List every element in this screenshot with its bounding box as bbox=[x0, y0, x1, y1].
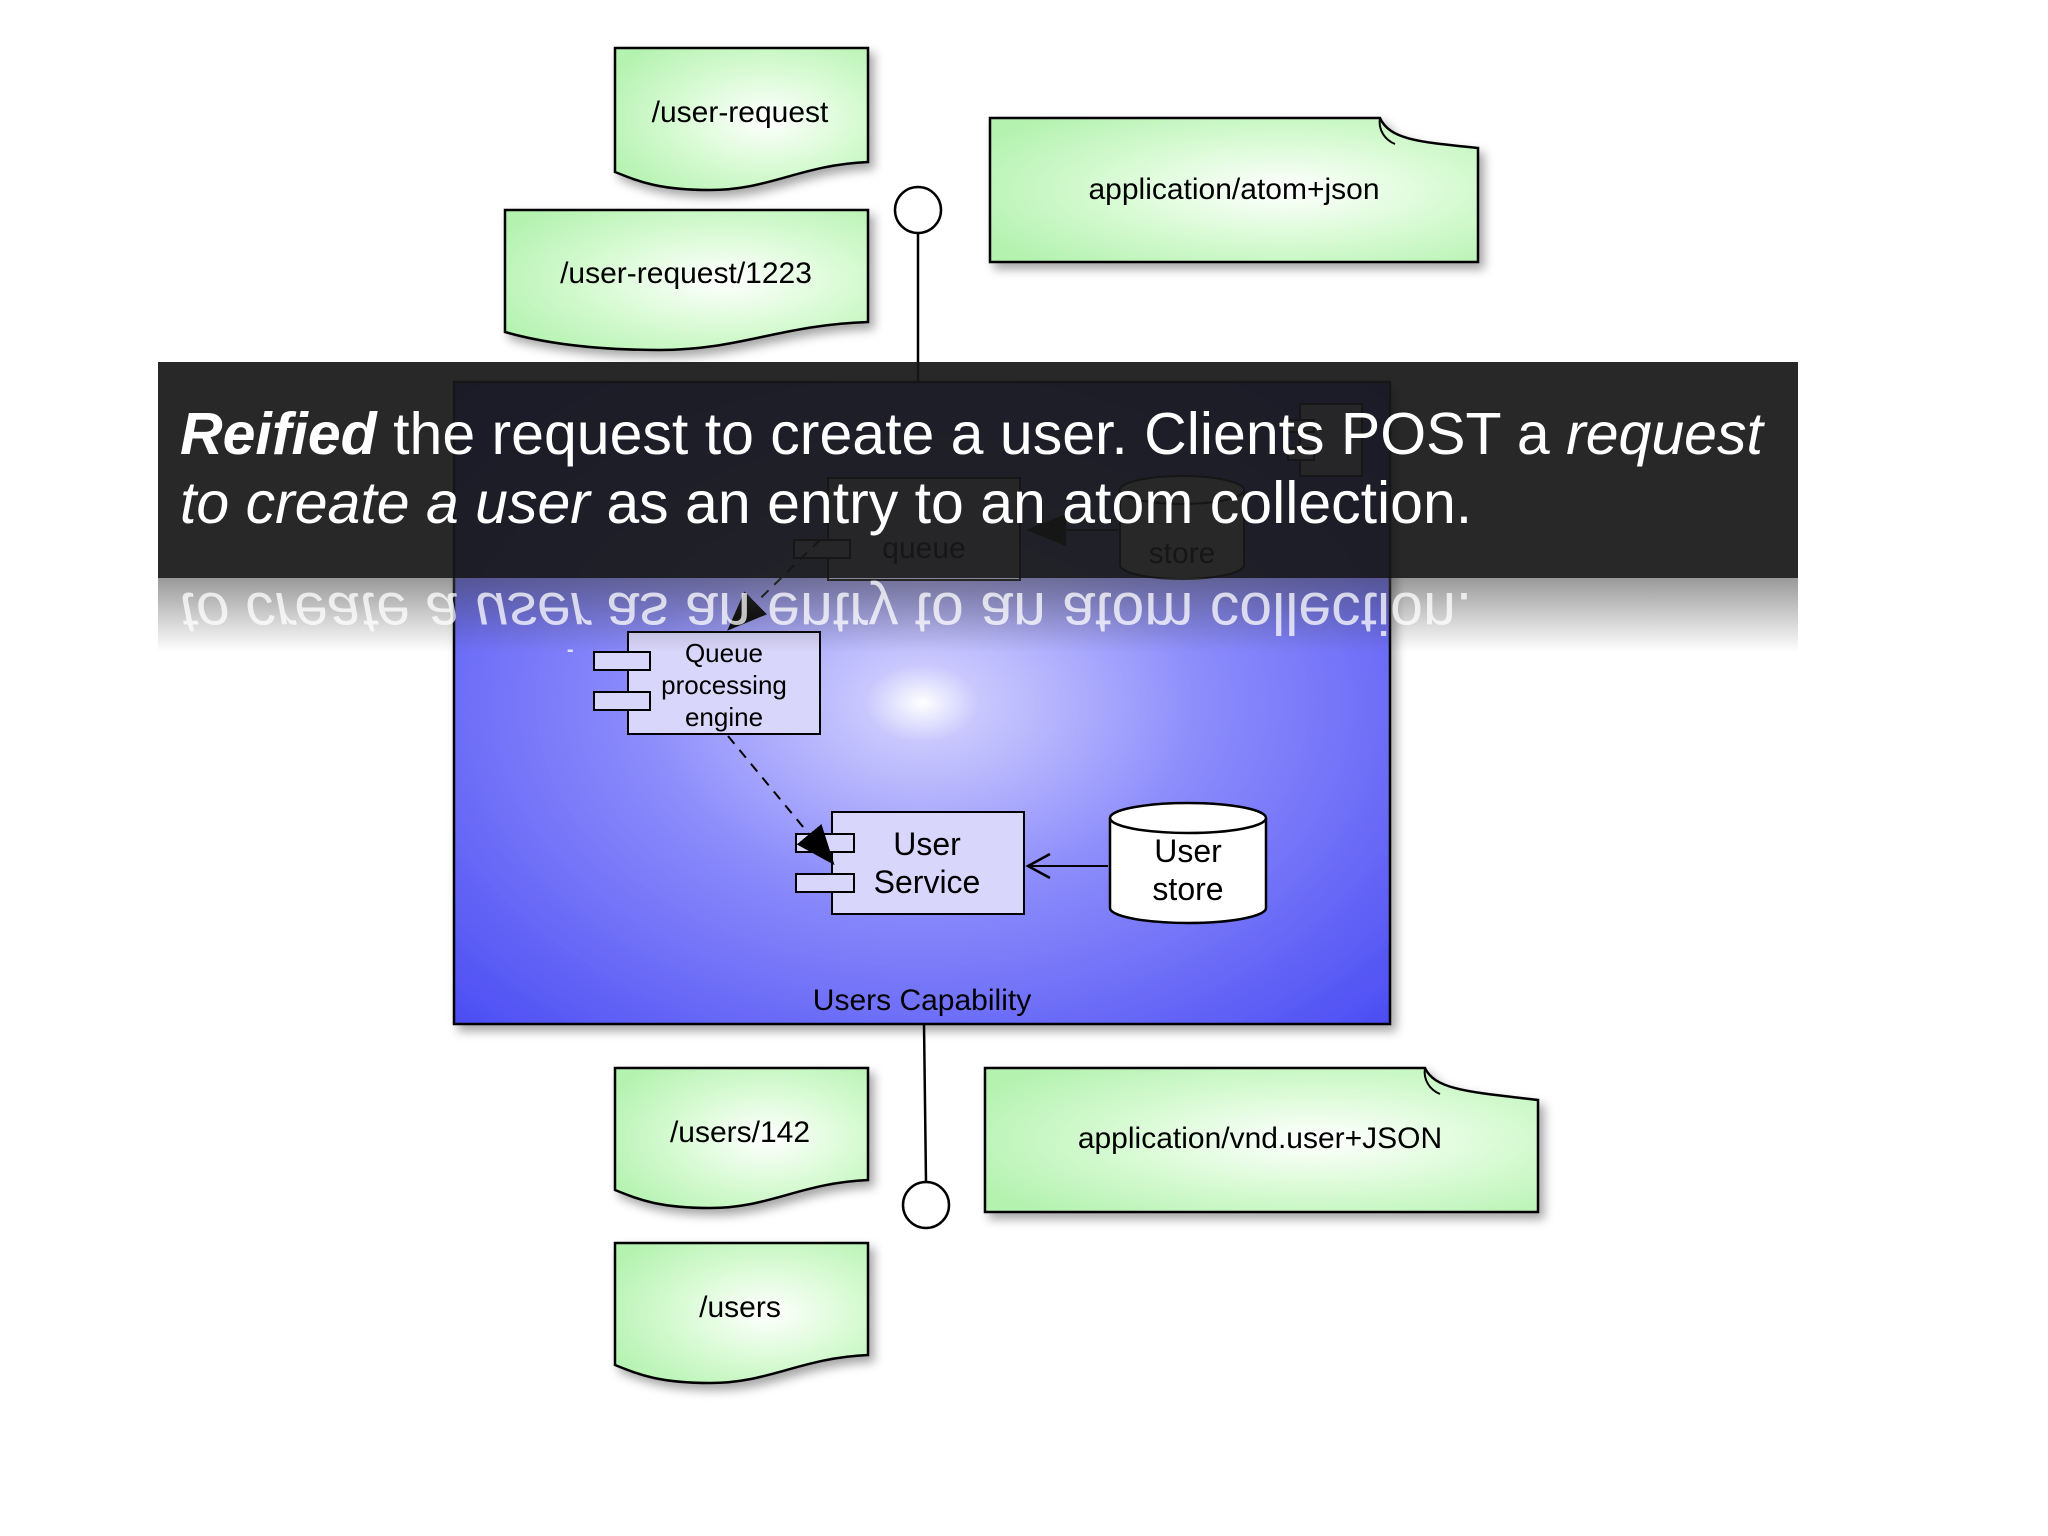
users-capability-label: Users Capability bbox=[813, 984, 1031, 1017]
caption-part2: as an entry to an atom collection. bbox=[589, 470, 1473, 536]
reflection-part2: as an entry to an atom collection. bbox=[589, 580, 1473, 646]
caption-italic-part: request to create a user bbox=[180, 401, 1763, 536]
store-to-service-arrowhead bbox=[1025, 852, 1051, 880]
note-users-label: /users bbox=[699, 1291, 781, 1324]
note-user-request: /user-request bbox=[613, 46, 870, 192]
caption-part1: the request to create a user. Clients PO… bbox=[376, 401, 1567, 467]
note-users-142-label: /users/142 bbox=[670, 1116, 810, 1149]
user-service: User Service bbox=[795, 811, 1025, 915]
note-users: /users bbox=[613, 1241, 870, 1385]
note-users-142: /users/142 bbox=[613, 1066, 870, 1210]
note-vnd-user-json-label: application/vnd.user+JSON bbox=[1078, 1122, 1442, 1155]
note-user-request-1223-label: /user-request/1223 bbox=[560, 257, 812, 290]
bottom-interface-line bbox=[922, 1023, 928, 1183]
caption-text: Reified the request to create a user. Cl… bbox=[180, 400, 1780, 538]
reflection-bold-word: Reified bbox=[180, 649, 377, 652]
user-service-label-line1: User bbox=[893, 826, 961, 862]
note-user-request-1223: /user-request/1223 bbox=[503, 208, 870, 352]
note-vnd-user-json: application/vnd.user+JSON bbox=[983, 1066, 1540, 1214]
caption-band bbox=[158, 362, 1798, 578]
note-atom-json-label: application/atom+json bbox=[1088, 173, 1379, 206]
user-store-label-line2: store bbox=[1152, 871, 1223, 907]
bottom-interface-circle bbox=[901, 1180, 951, 1230]
user-service-label-line2: Service bbox=[874, 864, 981, 900]
user-store-label-line1: User bbox=[1154, 833, 1222, 869]
user-store: User store bbox=[1108, 801, 1268, 925]
reflection-part1: the request to create a user. Clients PO… bbox=[377, 649, 1566, 652]
note-user-request-label: /user-request bbox=[652, 96, 829, 129]
top-interface-circle bbox=[893, 185, 943, 235]
caption-bold-word: Reified bbox=[180, 401, 377, 467]
caption-reflection: Reified the request to create a user. Cl… bbox=[158, 578, 1798, 652]
engine-label-line3: engine bbox=[685, 702, 763, 732]
caption-reflection-text: Reified the request to create a user. Cl… bbox=[180, 578, 1780, 652]
engine-to-service-dashed-arrow bbox=[727, 735, 835, 866]
note-atom-json: application/atom+json bbox=[988, 116, 1480, 264]
engine-label-line2: processing bbox=[661, 670, 787, 700]
